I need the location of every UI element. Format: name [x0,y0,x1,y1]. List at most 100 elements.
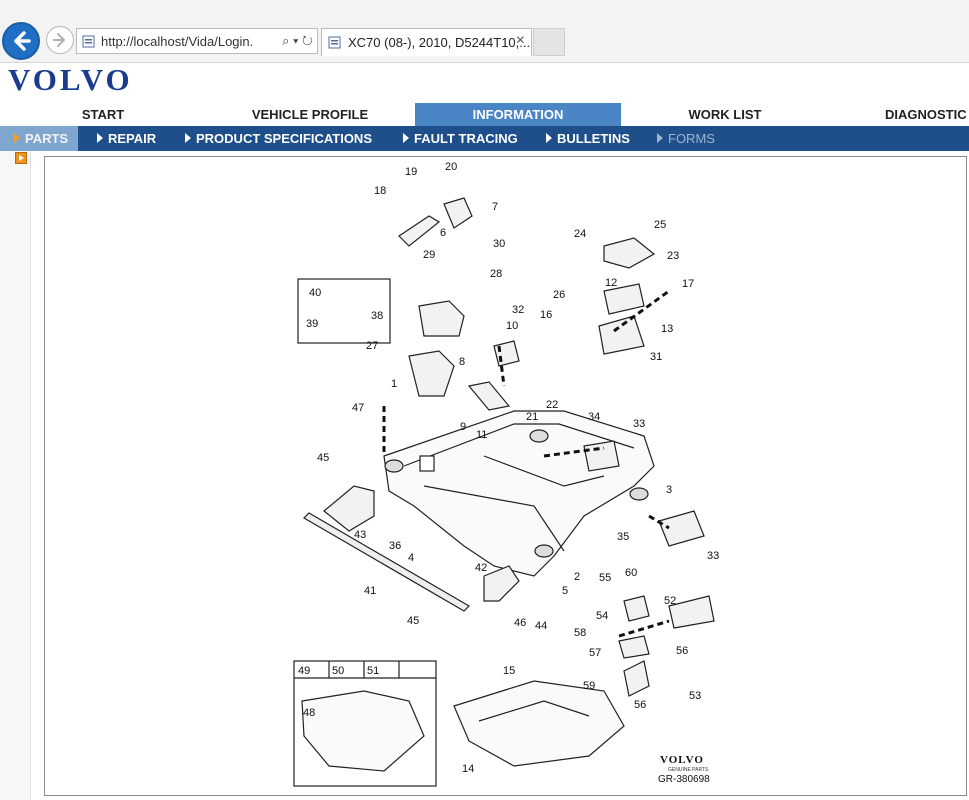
part-label-40: 40 [309,287,321,299]
tab-start[interactable]: START [81,107,125,122]
part-label-11: 11 [476,429,487,441]
address-url: http://localhost/Vida/Login. [101,34,254,49]
browser-toolbar: http://localhost/Vida/Login. ⌕ ▾ ↻ XC70 … [0,0,969,63]
triangle-right-icon [185,133,191,143]
part-label-21: 21 [526,411,538,423]
part-label-55: 55 [599,572,611,584]
part-label-60: 60 [625,567,637,579]
part-label-2: 2 [574,571,580,583]
part-label-56b: 56 [634,699,646,711]
part-label-29: 29 [423,249,435,261]
part-label-35: 35 [617,531,629,543]
page-icon [82,35,95,48]
part-label-59: 59 [583,680,595,692]
part-label-34: 34 [588,411,600,423]
triangle-right-icon [546,133,552,143]
arrow-left-icon [14,31,31,51]
part-label-6: 6 [440,227,446,239]
subtab-parts[interactable]: PARTS [0,126,79,151]
subtab-repair-label: REPAIR [108,131,157,146]
expand-panel-icon[interactable] [15,152,27,164]
part-label-52: 52 [664,595,676,607]
part-label-43: 43 [354,529,366,541]
part-label-25: 25 [654,219,666,231]
tab-vehicle-profile[interactable]: VEHICLE PROFILE [251,107,369,122]
part-label-16: 16 [540,309,552,321]
subtab-fault-tracing-label: FAULT TRACING [414,131,518,146]
tab-work-list[interactable]: WORK LIST [688,107,762,122]
part-label-26: 26 [553,289,565,301]
subtab-parts-label: PARTS [25,131,69,146]
part-label-57: 57 [589,647,601,659]
part-label-30: 30 [493,238,505,250]
part-label-39: 39 [306,318,318,330]
part-label-28: 28 [490,268,502,280]
part-label-45b: 45 [407,615,419,627]
part-label-12: 12 [605,277,617,289]
subtab-product-specifications[interactable]: PRODUCT SPECIFICATIONS [185,126,372,151]
part-label-33b: 33 [707,550,719,562]
part-label-15: 15 [503,665,515,677]
part-label-5: 5 [562,585,568,597]
part-label-4: 4 [408,552,414,564]
subtab-repair[interactable]: REPAIR [97,126,156,151]
left-panel [0,151,31,800]
triangle-right-icon [403,133,409,143]
part-label-45: 45 [317,452,329,464]
volvo-logo: VOLVO [8,62,133,97]
part-label-36: 36 [389,540,401,552]
page-icon [328,36,341,49]
volvo-genuine-parts-mark: VOLVO [660,754,704,766]
part-label-41: 41 [364,585,376,597]
close-tab-icon[interactable]: × [515,32,525,49]
exploded-parts-diagram[interactable]: 1 2 3 4 5 6 7 8 9 10 11 12 13 14 15 16 1… [44,156,967,796]
genuine-parts-text: GENUINE PARTS [668,767,709,773]
back-button[interactable] [2,22,40,60]
subtab-bulletins[interactable]: BULLETINS [546,126,630,151]
part-label-33: 33 [633,418,645,430]
sub-navigation: PARTS REPAIR PRODUCT SPECIFICATIONS FAUL… [0,126,969,151]
subtab-product-specifications-label: PRODUCT SPECIFICATIONS [196,131,372,146]
part-label-14: 14 [462,763,474,775]
main-navigation: START VEHICLE PROFILE INFORMATION WORK L… [0,103,969,126]
part-label-3: 3 [666,484,672,496]
part-label-18: 18 [374,185,386,197]
part-label-47: 47 [352,402,364,414]
part-label-56: 56 [676,645,688,657]
tab-information[interactable]: INFORMATION [415,103,621,126]
triangle-right-icon [97,133,103,143]
tab-diagnostic[interactable]: DIAGNOSTIC [885,107,967,122]
part-label-46: 46 [514,617,526,629]
part-label-24: 24 [574,228,586,240]
drawing-reference: GR-380698 [658,774,710,785]
arrow-right-icon [53,33,66,47]
triangle-right-icon [14,133,20,143]
part-label-17: 17 [682,278,694,290]
part-label-54: 54 [596,610,608,622]
new-tab-button[interactable] [533,28,565,56]
subtab-forms-label: FORMS [668,131,715,146]
browser-tab[interactable]: XC70 (08-), 2010, D5244T10,... × [321,28,532,56]
part-label-9: 9 [460,421,466,433]
search-refresh-icons[interactable]: ⌕ ▾ ↻ [282,33,313,48]
subtab-forms: FORMS [657,126,715,151]
address-bar[interactable]: http://localhost/Vida/Login. ⌕ ▾ ↻ [76,28,318,54]
subtab-bulletins-label: BULLETINS [557,131,630,146]
part-label-32: 32 [512,304,524,316]
part-label-20: 20 [445,161,457,173]
part-label-51: 51 [367,665,379,677]
part-label-22: 22 [546,399,558,411]
part-label-13: 13 [661,323,673,335]
part-label-7: 7 [492,201,498,213]
part-label-31: 31 [650,351,662,363]
part-label-10: 10 [506,320,518,332]
tab-title: XC70 (08-), 2010, D5244T10,... [348,35,531,50]
subtab-fault-tracing[interactable]: FAULT TRACING [403,126,518,151]
part-label-50: 50 [332,665,344,677]
part-label-38: 38 [371,310,383,322]
part-label-8: 8 [459,356,465,368]
part-label-27: 27 [366,340,378,352]
part-label-58: 58 [574,627,586,639]
part-label-42: 42 [475,562,487,574]
forward-button[interactable] [46,26,74,54]
